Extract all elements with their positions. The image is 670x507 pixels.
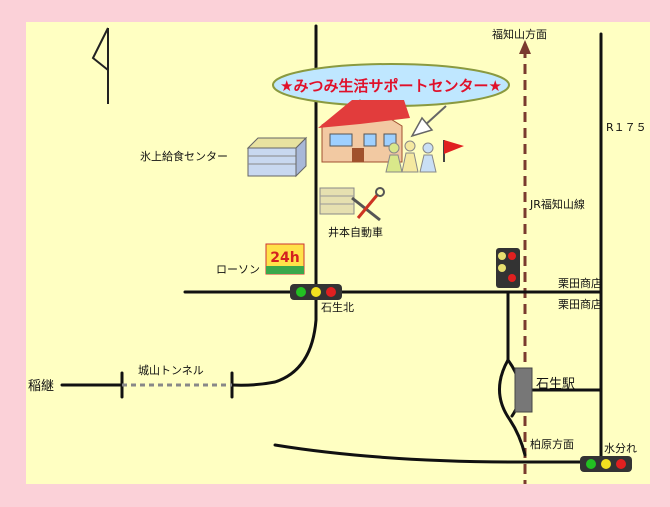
- label-jr-line: JR福知山線: [529, 197, 585, 211]
- label-inatsugi: 稲継: [28, 379, 54, 394]
- label-route: R１７５: [606, 121, 647, 134]
- label-ishiu-kita: 石生北: [321, 300, 354, 314]
- label-kurita-2: 栗田商店: [558, 297, 602, 311]
- people-icon: [385, 140, 437, 173]
- traffic-light-icon: [580, 456, 632, 472]
- traffic-light-icon: [290, 284, 342, 300]
- roads: [60, 24, 603, 464]
- house-icon: [318, 99, 410, 163]
- jr-railway: [519, 40, 531, 484]
- north-arrow-icon: [91, 27, 109, 104]
- label-kaibara-dir: 柏原方面: [530, 437, 574, 451]
- title-banner: ★みつみ生活サポートセンター★: [272, 63, 510, 107]
- tools-icon: [351, 187, 385, 222]
- traffic-light-icon: [496, 248, 520, 288]
- pointer-arrow-icon: [410, 105, 447, 138]
- convenience-store-icon: 24h: [265, 243, 305, 275]
- label-shiroyama-tunnel: 城山トンネル: [138, 364, 204, 377]
- garage-icon: [319, 187, 355, 215]
- title-text: ★みつみ生活サポートセンター★: [280, 77, 502, 95]
- station-icon: [514, 367, 533, 413]
- label-lawson: ローソン: [216, 263, 260, 276]
- label-fukuchiyama-dir: 福知山方面: [492, 27, 547, 41]
- label-ishiu-station: 石生駅: [536, 377, 575, 392]
- lawson-sign: 24h: [270, 250, 299, 266]
- flag-icon: [443, 140, 464, 162]
- building-icon: [246, 136, 308, 178]
- label-kurita-1: 栗田商店: [558, 276, 602, 290]
- label-mizuwakare: 水分れ: [604, 442, 637, 455]
- label-imoto-jidosha: 井本自動車: [328, 225, 383, 239]
- label-hikami-center: 氷上給食センター: [140, 149, 228, 163]
